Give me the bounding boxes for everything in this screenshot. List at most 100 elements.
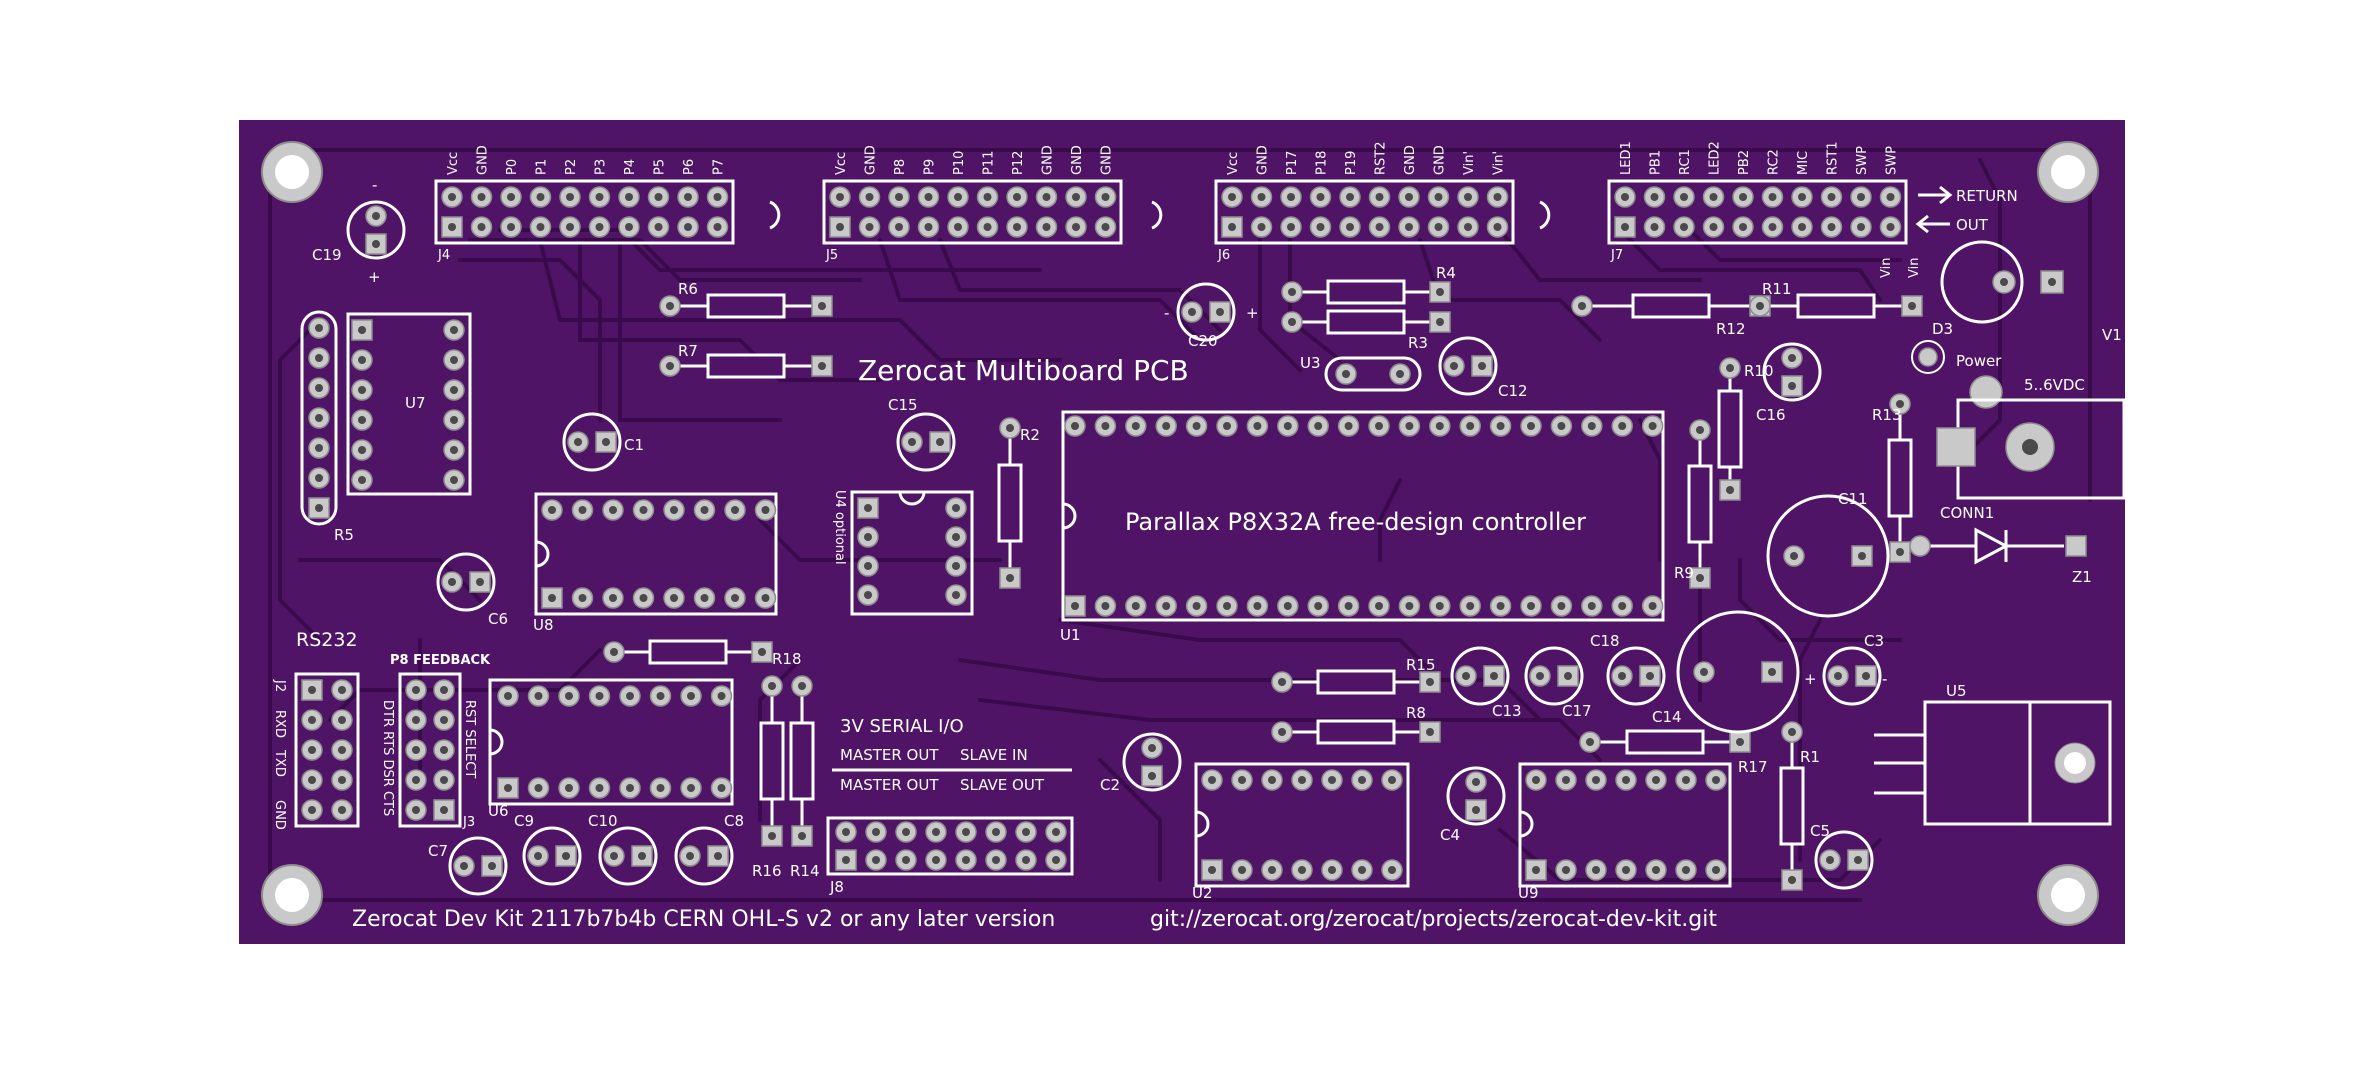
c8-ref: C8 (724, 812, 744, 830)
j7-pin-label: LED1 (1619, 141, 1634, 175)
j4-pin-label: GND (476, 145, 491, 175)
c16-ref: C16 (1756, 406, 1786, 424)
dip-pins (351, 319, 1727, 881)
j6-pin-label: GND (1403, 145, 1418, 175)
board-title: Zerocat Multiboard PCB (858, 354, 1189, 387)
j5-pin-label: P10 (952, 151, 967, 175)
r18-ref: R18 (772, 650, 802, 668)
j6-pin-label: P18 (1315, 151, 1330, 175)
c7-ref: C7 (428, 842, 448, 860)
polarity-minus: - (372, 176, 377, 194)
svg-text:Vin: Vin (1907, 258, 1922, 278)
polarity-minus: - (1164, 304, 1169, 322)
r8-ref: R8 (1406, 704, 1426, 722)
r15-ref: R15 (1406, 656, 1436, 674)
svg-text:U8: U8 (533, 616, 554, 634)
r12-ref: R12 (1716, 320, 1746, 338)
j4-pin-label: P3 (594, 159, 609, 175)
j6-pin-label: Vin' (1492, 151, 1507, 175)
c20-ref: C20 (1188, 332, 1218, 350)
c3-ref: C3 (1864, 632, 1884, 650)
r10-ref: R10 (1744, 362, 1774, 380)
regulator-u5: U5 (1874, 682, 2112, 826)
j5-pin-label: P11 (982, 151, 997, 175)
c11-ref: C11 (1838, 490, 1868, 508)
u3-ref: U3 (1300, 354, 1321, 372)
svg-text:U2: U2 (1192, 884, 1213, 902)
j7-pin-label: SWP (1885, 146, 1900, 175)
c4-ref: C4 (1440, 826, 1460, 844)
j7-pin-label: RC1 (1678, 149, 1693, 175)
svg-text:RXD: RXD (272, 710, 287, 738)
ic-u4-optional: U4 optional (832, 490, 974, 616)
svg-text:Vin: Vin (1879, 258, 1894, 278)
j7-pin-label: SWP (1855, 146, 1870, 175)
mounting-holes (261, 141, 2099, 926)
j6-pin-label: P19 (1344, 151, 1359, 175)
j7-pin-label: RC2 (1767, 149, 1782, 175)
svg-text:5..6VDC: 5..6VDC (2024, 376, 2085, 394)
svg-text:J3: J3 (462, 815, 475, 830)
svg-text:GND: GND (272, 800, 287, 830)
svg-text:U4 optional: U4 optional (832, 490, 847, 565)
ic-u2: U2 (1192, 762, 1410, 902)
r13-ref: R13 (1872, 406, 1902, 424)
r11-ref: R11 (1762, 280, 1792, 298)
j5-pin-label: P8 (893, 159, 908, 175)
out-label: OUT (1956, 216, 1989, 234)
c6-ref: C6 (488, 610, 508, 628)
j4-pin-label: P1 (535, 159, 550, 175)
j6-pin-label: Vin' (1462, 151, 1477, 175)
j4-pin-label: P5 (653, 159, 668, 175)
j7-pin-label: RST1 (1826, 142, 1841, 176)
j5-pin-label: GND (1041, 145, 1056, 175)
svg-text:RST SELECT: RST SELECT (462, 700, 477, 778)
svg-text:V1: V1 (2102, 326, 2122, 344)
j7-direction-arrows: RETURN OUT (1915, 185, 2018, 234)
r9-ref: R9 (1674, 564, 1694, 582)
j6-pin-label: Vcc (1226, 152, 1241, 175)
r2-ref: R2 (1020, 426, 1040, 444)
c12-ref: C12 (1498, 382, 1528, 400)
svg-text:J8: J8 (829, 878, 844, 896)
c17-ref: C17 (1562, 702, 1592, 720)
j6-pin-label: P17 (1285, 151, 1300, 175)
svg-text:U7: U7 (405, 394, 426, 412)
r1-ref: R1 (1800, 748, 1820, 766)
j4-pin-label: Vcc (446, 152, 461, 175)
footer-repo: git://zerocat.org/zerocat/projects/zeroc… (1150, 907, 1717, 932)
c19-ref: C19 (312, 246, 342, 264)
rs232-label: RS232 (296, 629, 358, 651)
svg-text:Power: Power (1956, 352, 2002, 370)
footer-license: Zerocat Dev Kit 2117b7b4b CERN OHL-S v2 … (352, 907, 1055, 932)
master-out-label: MASTER OUT (840, 746, 939, 764)
serial-title: 3V SERIAL I/O (840, 716, 964, 737)
j7-pin-label: PB1 (1649, 150, 1664, 175)
j6-pin-label: GND (1256, 145, 1271, 175)
slave-in-label: SLAVE IN (960, 746, 1028, 764)
j7-pin-label: PB2 (1737, 150, 1752, 175)
j7-ref: J7 (1610, 248, 1623, 263)
r4-ref: R4 (1436, 264, 1456, 282)
controller-label: Parallax P8X32A free-design controller (1125, 508, 1586, 536)
rs232-area: RS232 J2 RXD TXD GND (272, 629, 360, 830)
j4-pin-label: P4 (623, 159, 638, 175)
polarity-plus: + (1804, 670, 1817, 688)
ic-u7: U7 (346, 312, 472, 496)
r14-ref: R14 (790, 862, 820, 880)
slave-out-label: SLAVE OUT (960, 776, 1045, 794)
j5-pin-label: Vcc (834, 152, 849, 175)
ic-u8: U8 (533, 492, 778, 634)
j7-pin-label: LED2 (1708, 141, 1723, 175)
svg-text:P8 FEEDBACK: P8 FEEDBACK (390, 653, 491, 668)
r7-ref: R7 (678, 342, 698, 360)
ic-u6: U6 (488, 678, 734, 820)
j5-pin-label: GND (864, 145, 879, 175)
j4-ref: J4 (437, 248, 450, 263)
j6-pin-label: GND (1433, 145, 1448, 175)
c5-ref: C5 (1810, 822, 1830, 840)
